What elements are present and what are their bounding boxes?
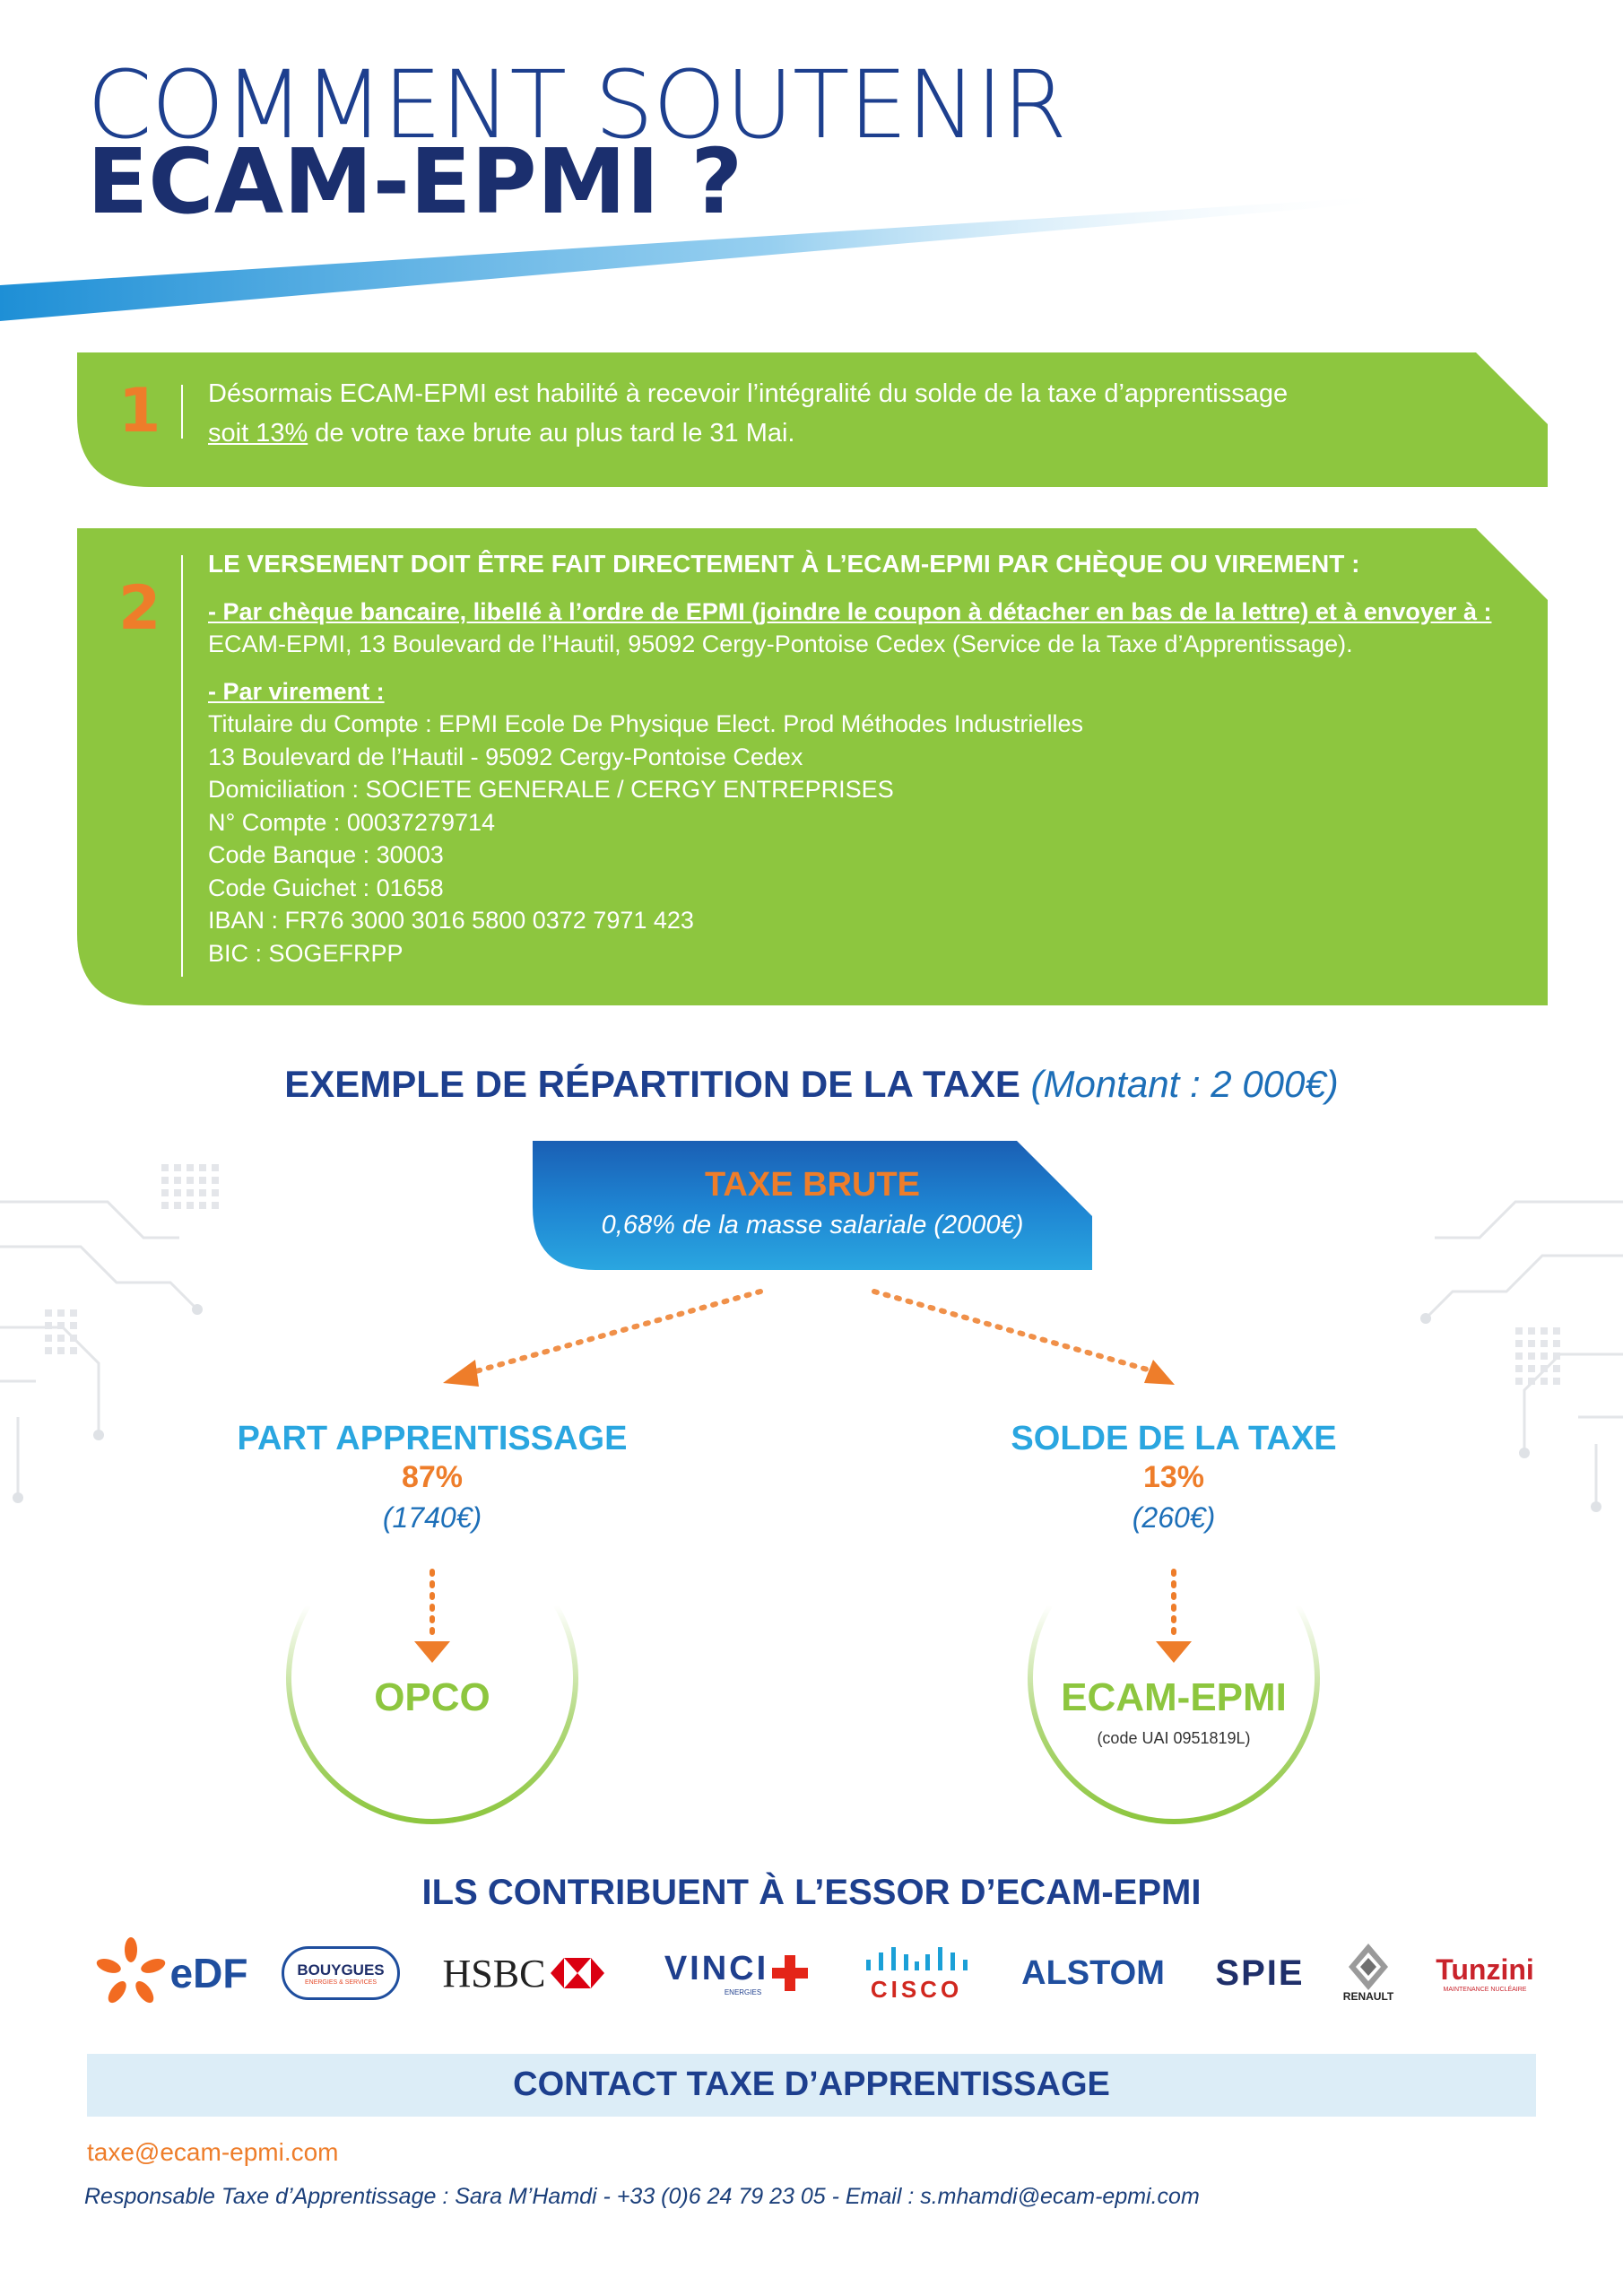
ecam-epmi-label: ECAM-EPMI [1061,1675,1287,1719]
part-apprentissage-label: PART APPRENTISSAGE [237,1420,628,1457]
bank-line: Code Guichet : 01658 [208,874,444,901]
renault-logo: RENAULT [1332,1937,1404,2009]
bank-line: Titulaire du Compte : EPMI Ecole De Phys… [208,710,1083,737]
contact-title: CONTACT TAXE D’APPRENTISSAGE [513,2066,1110,2103]
bouygues-logo: BOUYGUES ENERGIES & SERVICES [278,1937,404,2009]
example-heading: EXEMPLE DE RÉPARTITION DE LA TAXE (Monta… [284,1063,1339,1105]
cisco-logo: CISCO [854,1937,979,2009]
bank-line: BIC : SOGEFRPP [208,939,404,967]
point-1-separator [181,385,183,439]
cisco-bars-icon [866,1946,968,1970]
uai-code: (code UAI 0951819L) [1097,1729,1251,1747]
alstom-logo: ALSTOM [1021,1953,1165,1992]
edf-sun-icon [96,1937,165,2004]
page-title-line1: COMMENT SOUTENIR [87,50,1067,160]
renault-diamond-icon [1349,1944,1388,1990]
taxe-brute-box [533,1141,1092,1270]
bank-line: Code Banque : 30003 [208,841,444,868]
payment-heading: LE VERSEMENT DOIT ÊTRE FAIT DIRECTEMENT … [208,550,1360,578]
page-title-line2: ECAM-EPMI ? [87,129,743,234]
bank-line: Domiciliation : SOCIETE GENERALE / CERGY… [208,776,894,803]
spie-logo: SPIE [1215,1952,1305,1993]
point-2-panel: 2 LE VERSEMENT DOIT ÊTRE FAIT DIRECTEMEN… [77,528,1548,1005]
vinci-logo: VINCI ENERGIES [642,1937,830,2009]
cheque-label: - Par chèque bancaire, libellé à l’ordre… [208,597,1492,625]
point-1-panel: 1 Désormais ECAM-EPMI est habilité à rec… [77,352,1548,487]
circuit-decoration [0,1164,1623,1512]
point-1-number: 1 [118,376,161,447]
contributors-heading: ILS CONTRIBUENT À L’ESSOR D’ECAM-EPMI [421,1873,1202,1912]
point-1-text: Désormais ECAM-EPMI est habilité à recev… [208,379,1289,448]
part-apprentissage-percent: 87% [401,1460,464,1494]
bank-line: IBAN : FR76 3000 3016 5800 0372 7971 423 [208,907,694,934]
bank-line: N° Compte : 00037279714 [208,808,496,836]
solde-taxe-label: SOLDE DE LA TAXE [1011,1420,1337,1457]
edf-logo: eDF [86,1937,256,2009]
opco-label: OPCO [374,1675,490,1719]
hsbc-logo: HSBC [434,1937,613,2009]
solde-taxe-amount: (260€) [1132,1501,1216,1534]
solde-taxe-percent: 13% [1142,1460,1205,1494]
tunzini-logo: Tunzini MAINTENANCE NUCLÉAIRE [1436,1953,1534,1993]
contact-responsable: Responsable Taxe d’Apprentissage : Sara … [84,2184,1200,2209]
hsbc-hexagon-icon [551,1958,605,1988]
vinci-cross-icon [772,1955,809,1991]
bank-line: 13 Boulevard de l’Hautil - 95092 Cergy-P… [208,743,803,770]
flow-arrows [286,1289,1320,1824]
taxe-brute-subtitle: 0,68% de la masse salariale (2000€) [601,1211,1024,1239]
point-2-separator [181,555,183,977]
virement-label: - Par virement : [208,677,385,705]
part-apprentissage-amount: (1740€) [382,1501,482,1534]
point-2-number: 2 [118,573,161,644]
contact-bar [87,2054,1536,2117]
taxe-brute-title: TAXE BRUTE [705,1166,920,1204]
contact-email[interactable]: taxe@ecam-epmi.com [87,2138,339,2166]
point-2-text: LE VERSEMENT DOIT ÊTRE FAIT DIRECTEMENT … [208,548,1535,970]
cheque-address: ECAM-EPMI, 13 Boulevard de l’Hautil, 950… [208,631,1353,657]
